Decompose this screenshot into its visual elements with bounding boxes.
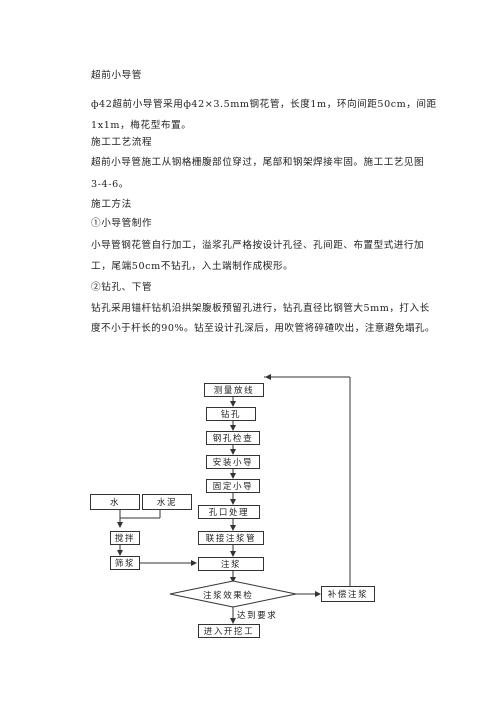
paragraph-spec-line-1: ф42超前小导管采用ф42×3.5mm钢花管，长度1m，环向间距50cm，间距 [91, 99, 437, 110]
heading-small-pipe: 超前小导管 [91, 70, 142, 81]
flow-input-water: 水 [90, 494, 140, 510]
item-1-line-1: 小导管钢花管自行加工，溢浆孔严格按设计孔径、孔间距、布置型式进行加 [91, 240, 425, 251]
flow-step-check: 注浆效果检 [203, 591, 254, 601]
flow-step-enter-excavation: 进入开挖工 [198, 624, 260, 638]
paragraph-process-line-2: 3-4-6。 [91, 179, 129, 190]
flow-step-install: 安装小导 [206, 455, 260, 469]
flow-step-survey: 测量放线 [204, 383, 264, 397]
section-title-process-flow: 施工工艺流程 [91, 137, 153, 148]
flow-input-cement: 水泥 [142, 494, 192, 510]
flow-step-drill: 钻孔 [206, 407, 256, 421]
flow-step-inspect: 钢孔检查 [206, 431, 260, 445]
flow-step-grout: 注浆 [198, 557, 264, 571]
flow-step-connect: 联接注浆管 [198, 531, 264, 545]
item-2-line-2: 度不小于杆长的90%。钻至设计孔深后，用吹管将碎碴吹出，注意避免塌孔。 [91, 323, 436, 334]
flow-step-supplement: 补偿注浆 [321, 586, 375, 602]
item-2-title: ②钻孔、下管 [91, 282, 153, 293]
flow-step-mix: 搅拌 [110, 531, 140, 545]
item-2-line-1: 钻孔采用锚杆钻机沿拱架腹板预留孔进行，钻孔直径比钢管大5mm，打入长 [91, 303, 430, 314]
paragraph-process-line-1: 超前小导管施工从钢格栅腹部位穿过，尾部和钢架焊接牢固。施工工艺见图 [91, 157, 425, 168]
flow-label-meet-requirement: 达到要求 [237, 611, 278, 621]
item-1-title: ①小导管制作 [91, 218, 153, 229]
paragraph-spec-line-2: 1x1m，梅花型布置。 [91, 120, 192, 131]
section-title-method: 施工方法 [91, 199, 132, 210]
flow-step-orifice: 孔口处理 [198, 505, 260, 519]
flow-step-fix: 固定小导 [206, 479, 260, 493]
flow-step-filter: 筛浆 [110, 556, 140, 570]
decision-diamond [169, 580, 297, 608]
item-1-line-2: 工，尾端50cm不钻孔，入土端制作成楔形。 [91, 261, 294, 272]
